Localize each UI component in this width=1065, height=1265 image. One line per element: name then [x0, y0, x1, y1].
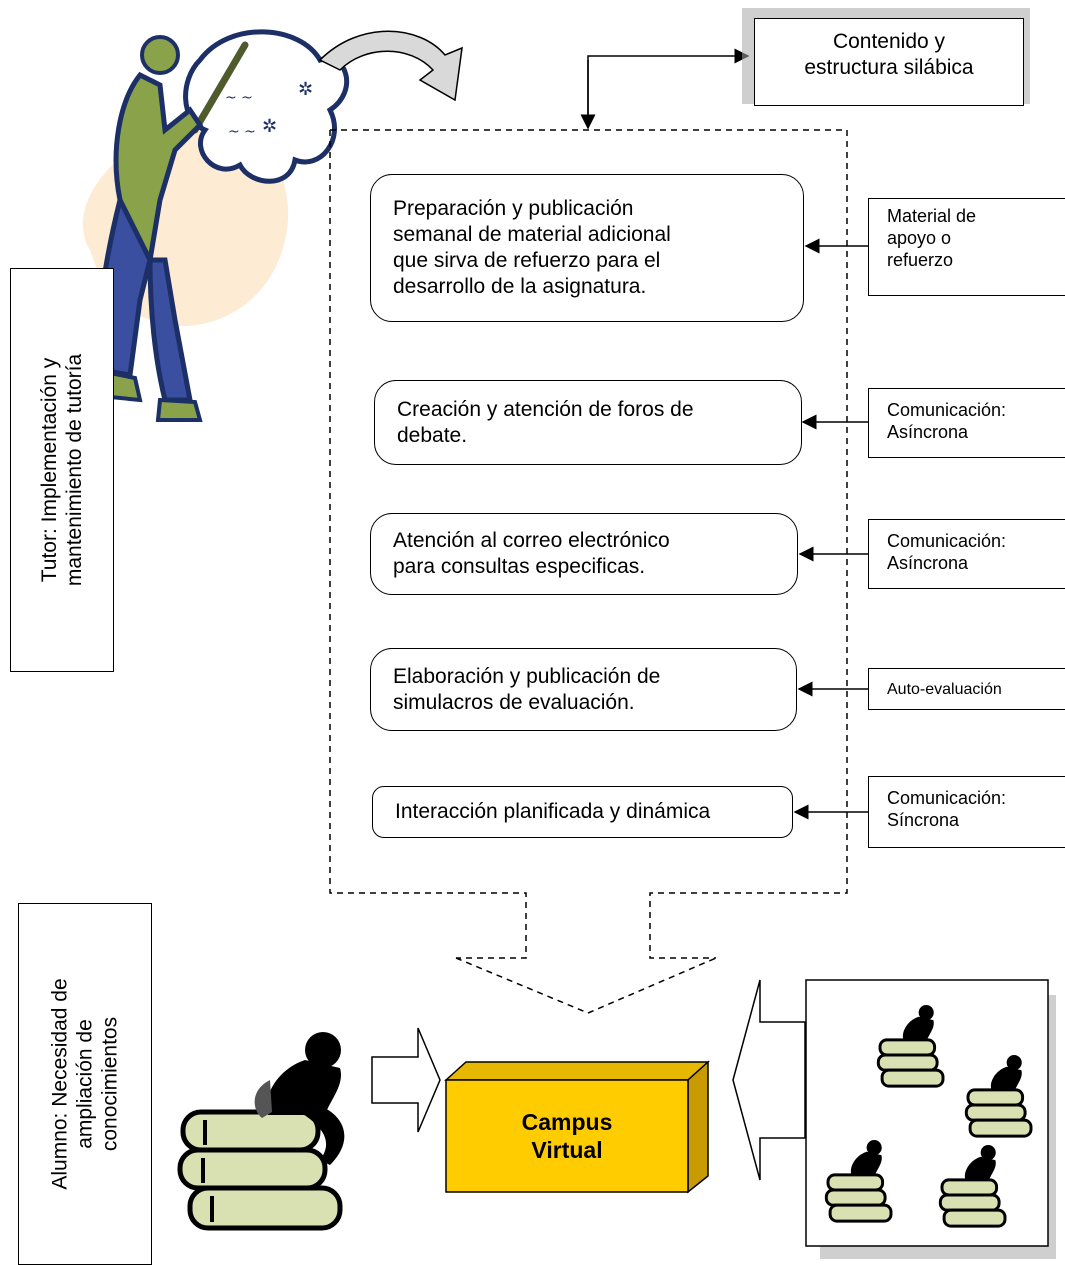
- campus-line2: Virtual: [531, 1137, 603, 1163]
- teacher-figure-icon: [87, 35, 249, 422]
- activity-box-evaluation: Elaboración y publicación de simulacros …: [370, 648, 797, 731]
- activity-text: simulacros de evaluación.: [393, 690, 635, 714]
- activity-text: desarrollo de la asignatura.: [393, 275, 647, 298]
- activity-area-outline: [329, 129, 848, 959]
- syllabus-label-line2: estructura silábica: [804, 56, 974, 79]
- student-label-line3: conocimientos: [98, 1016, 122, 1152]
- thinker-on-books-icon: [177, 1032, 345, 1231]
- student-label-line1: Alumno: Necesidad de: [48, 978, 72, 1190]
- tutor-label-line2: mantenimiento de tutoría: [63, 353, 86, 587]
- activity-text: para consultas especificas.: [393, 555, 646, 578]
- tutor-label: Tutor: Implementación y mantenimiento de…: [10, 268, 114, 672]
- svg-text:~ ~: ~ ~: [228, 124, 256, 140]
- activity-text: Preparación y publicación: [393, 197, 634, 220]
- side-label-text: Material de: [887, 206, 977, 226]
- svg-text:✲: ✲: [262, 116, 277, 137]
- students-group-icon: [824, 1005, 1033, 1228]
- syllabus-label: Contenido y estructura silábica: [754, 18, 1024, 106]
- side-label-text: Asíncrona: [887, 422, 969, 442]
- activity-box-forums: Creación y atención de foros de debate.: [374, 380, 802, 465]
- side-label-text: Síncrona: [887, 810, 960, 830]
- side-label-text: Asíncrona: [887, 553, 969, 573]
- side-label-text: Auto-evaluación: [887, 681, 1002, 698]
- side-label-text: apoyo o: [887, 228, 952, 248]
- side-label-text: refuerzo: [887, 250, 954, 270]
- side-label-text: Comunicación:: [887, 400, 1007, 420]
- activity-text: debate.: [397, 423, 468, 447]
- svg-text:~ ~: ~ ~: [225, 90, 253, 106]
- svg-text:✲: ✲: [298, 79, 313, 100]
- activity-box-material: Preparación y publicación semanal de mat…: [370, 174, 804, 322]
- side-label-text: Comunicación:: [887, 788, 1007, 808]
- activity-box-interaction: Interacción planificada y dinámica: [372, 786, 793, 838]
- tutor-label-line1: Tutor: Implementación y: [38, 357, 61, 583]
- activity-text: que sirva de refuerzo para el: [393, 249, 661, 272]
- thought-cloud-icon: [183, 29, 350, 184]
- syllabus-label-line1: Contenido y: [832, 30, 946, 53]
- campus-line1: Campus: [521, 1109, 613, 1135]
- activity-text: Interacción planificada y dinámica: [395, 800, 711, 823]
- student-label-line2: ampliación de: [73, 1019, 97, 1149]
- side-label-async-1: Comunicación: Asíncrona: [868, 388, 1065, 458]
- block-arrow-right-icon: [371, 1027, 441, 1133]
- side-label-material: Material de apoyo o refuerzo: [868, 198, 1065, 296]
- activity-text: Atención al correo electrónico: [393, 529, 670, 552]
- side-label-async-2: Comunicación: Asíncrona: [868, 519, 1065, 589]
- top-connector: [587, 48, 750, 128]
- student-label: Alumno: Necesidad de ampliación de conoc…: [18, 903, 152, 1265]
- curved-arrow-icon: [318, 30, 463, 102]
- side-label-selfeval: Auto-evaluación: [868, 668, 1065, 710]
- activity-text: semanal de material adicional: [393, 223, 671, 246]
- campus-virtual-label: Campus Virtual: [446, 1080, 688, 1192]
- activity-text: Creación y atención de foros de: [397, 397, 694, 421]
- side-label-sync: Comunicación: Síncrona: [868, 776, 1065, 848]
- side-label-text: Comunicación:: [887, 531, 1007, 551]
- campus-box-icon: [444, 1060, 710, 1194]
- block-arrow-left-icon: [732, 979, 806, 1181]
- activity-text: Elaboración y publicación de: [393, 664, 661, 688]
- activity-box-email: Atención al correo electrónico para cons…: [370, 513, 798, 595]
- funnel-lines: [455, 957, 717, 1014]
